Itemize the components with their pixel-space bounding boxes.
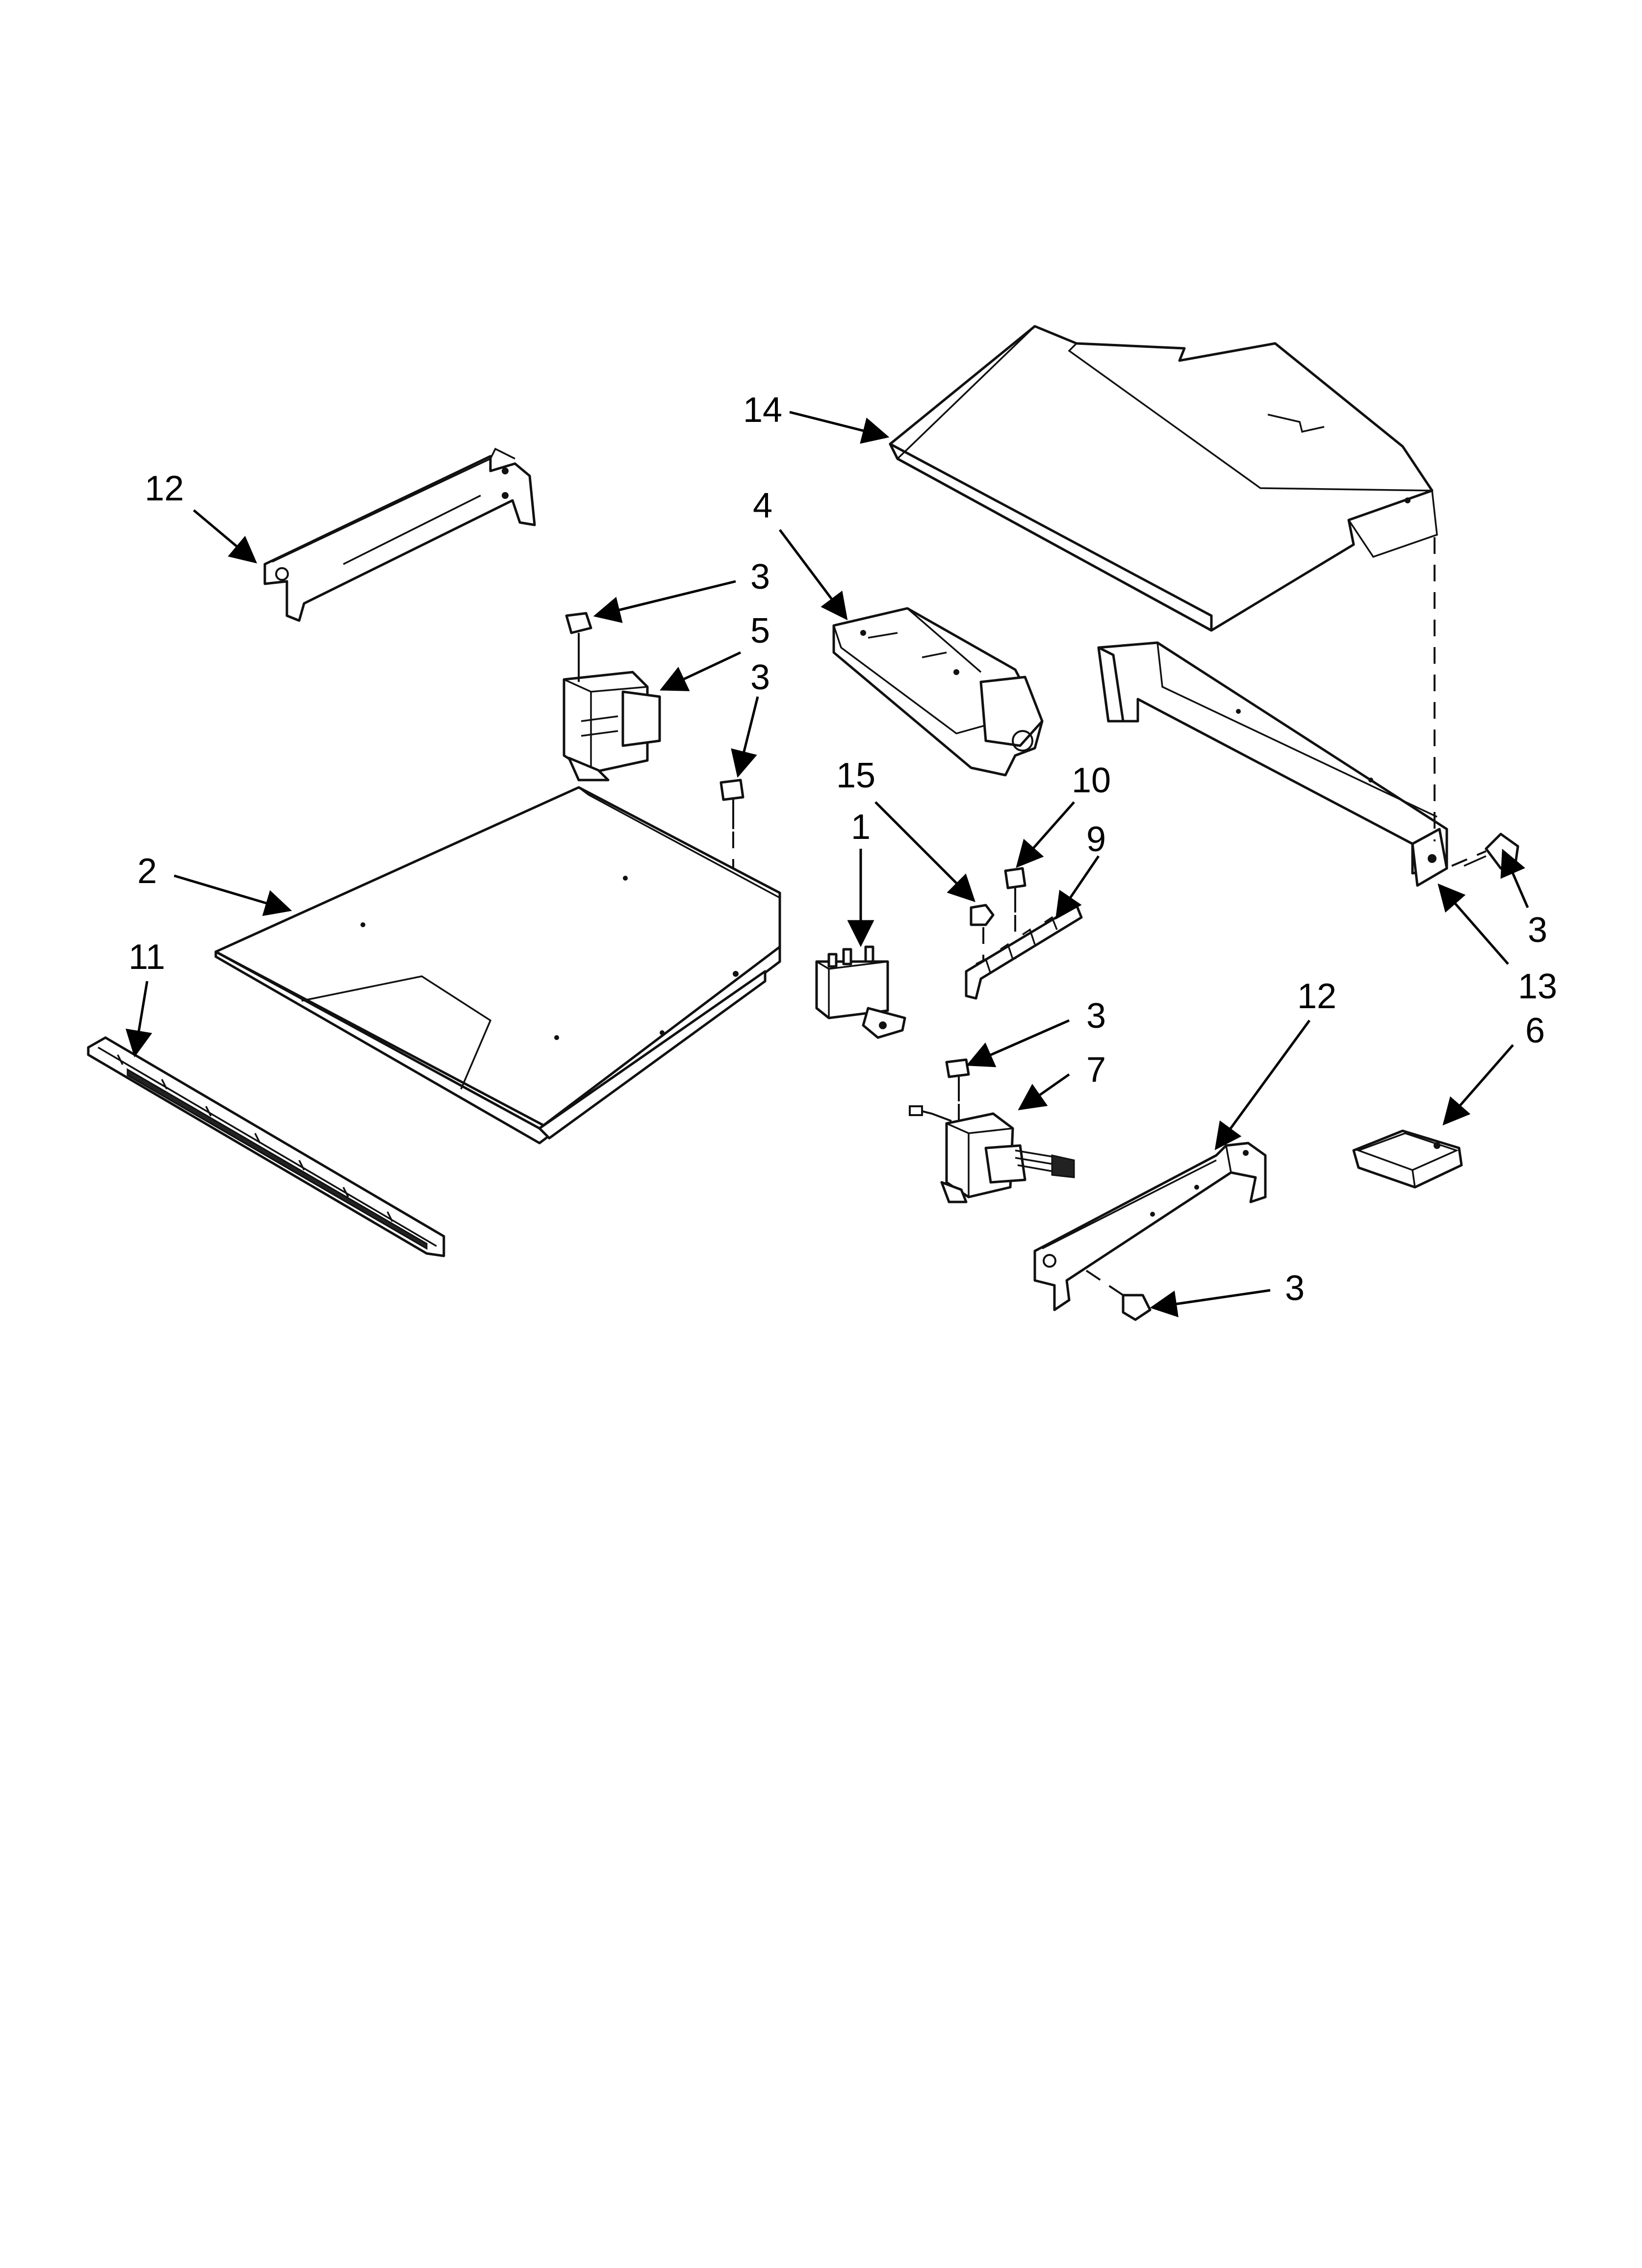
callout-3-c: 3	[1528, 911, 1547, 950]
leader-3-e	[1150, 1289, 1271, 1318]
screw-3-lower-bracket	[1085, 1270, 1152, 1321]
leader-2	[174, 874, 292, 916]
leader-7	[1018, 1073, 1070, 1111]
callout-3-e: 3	[1285, 1269, 1305, 1308]
leader-3-c	[1500, 848, 1529, 908]
leader-14	[789, 411, 890, 444]
callout-15: 15	[836, 756, 875, 795]
callout-2: 2	[137, 852, 157, 891]
callout-7: 7	[1086, 1050, 1106, 1090]
leader-15	[874, 801, 975, 902]
callout-12-upper: 12	[145, 469, 184, 508]
part-6-small-bracket	[1352, 1129, 1463, 1189]
callout-12-lower: 12	[1297, 977, 1336, 1016]
leader-3-b	[731, 696, 759, 778]
callout-14: 14	[743, 391, 782, 430]
callout-labels: 14 12 4 3 5 3 15 10 1 9 2 11 3 13 12 6 3…	[128, 391, 1557, 1308]
part-1-relay	[815, 945, 906, 1039]
part-5-transformer	[563, 671, 661, 782]
leader-13	[1437, 883, 1509, 965]
callout-6: 6	[1525, 1011, 1545, 1050]
part-13-rear-rail	[1097, 641, 1448, 887]
part-7-transformer	[909, 1105, 1075, 1203]
leader-10	[1016, 801, 1075, 868]
part-14-top-panel	[889, 325, 1438, 632]
callout-5: 5	[750, 611, 770, 651]
screw-3-transformer	[565, 612, 592, 682]
part-11-slide-rail	[87, 1036, 445, 1257]
leader-12-upper	[193, 509, 257, 564]
leader-6	[1442, 1044, 1514, 1126]
callout-3-a: 3	[750, 557, 770, 597]
callout-3-b: 3	[750, 658, 770, 697]
leader-lines	[126, 411, 1529, 1318]
callout-9: 9	[1086, 820, 1106, 859]
leader-3-a	[593, 580, 736, 623]
callout-13: 13	[1518, 967, 1557, 1006]
callout-1: 1	[851, 808, 871, 847]
callout-3-d: 3	[1086, 996, 1106, 1036]
callout-4: 4	[753, 486, 772, 525]
callout-10: 10	[1072, 761, 1111, 800]
leader-4	[779, 529, 848, 621]
screw-3-part-7	[945, 1058, 970, 1123]
part-2-panel	[214, 786, 781, 1145]
callout-11: 11	[128, 938, 165, 977]
leader-5	[660, 651, 742, 691]
part-4-control-board	[832, 607, 1044, 777]
leader-12-lower	[1214, 1019, 1311, 1150]
leader-3-d	[966, 1019, 1070, 1068]
leader-9	[1055, 855, 1100, 920]
part-12-bracket-upper	[263, 447, 536, 622]
leader-11	[126, 981, 153, 1058]
